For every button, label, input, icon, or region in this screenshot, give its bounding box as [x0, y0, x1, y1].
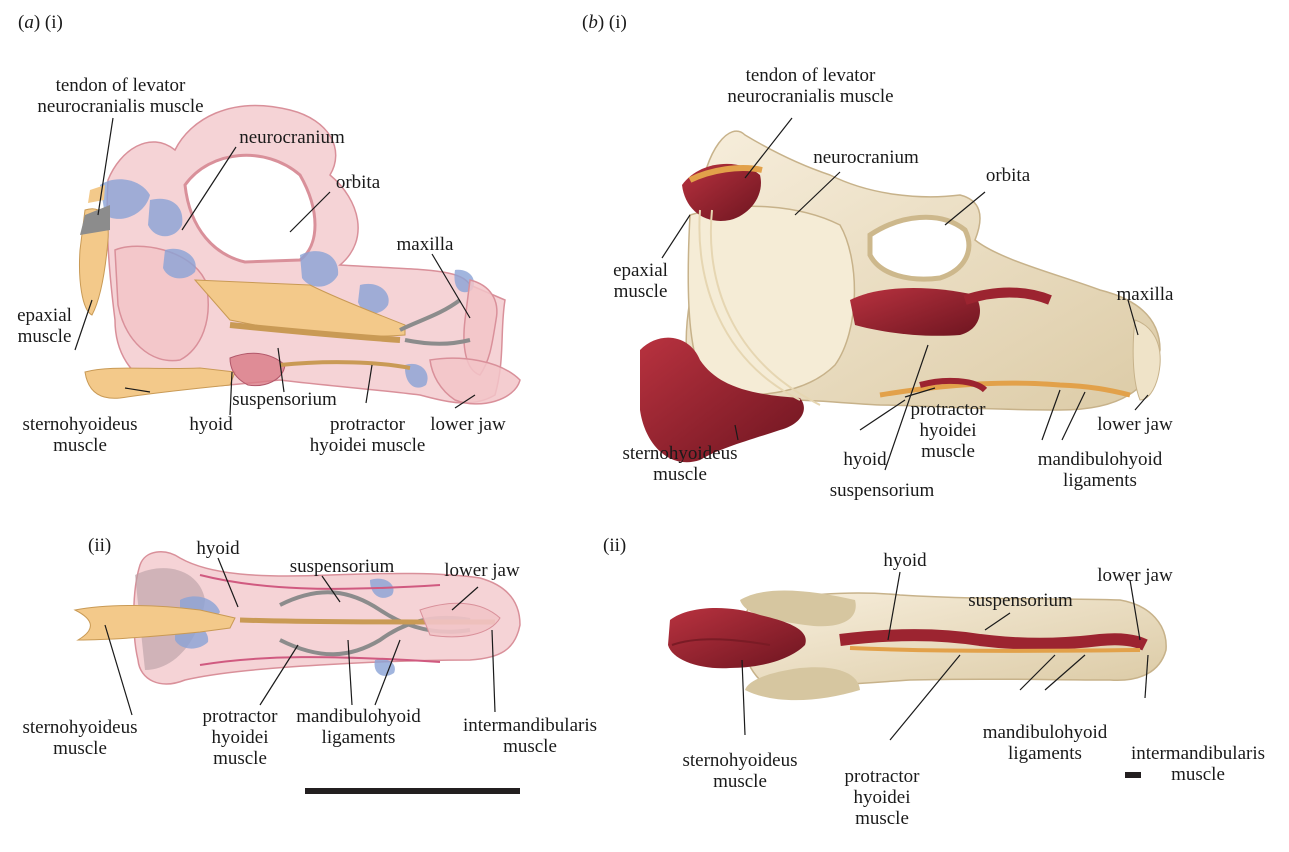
label-b-i-maxilla: maxilla	[1105, 284, 1185, 305]
label-a-ii-sternohyoideus: sternohyoideus muscle	[6, 717, 154, 759]
label-b-ii-lower-jaw: lower jaw	[1085, 565, 1185, 586]
label-a-i-tendon: tendon of levator neurocranialis muscle	[8, 75, 233, 117]
label-b-i-sternohyoideus: sternohyoideus muscle	[600, 443, 760, 485]
label-a-ii-suspensorium: suspensorium	[272, 556, 412, 577]
label-a-ii-intermandibularis: intermandibularis muscle	[450, 715, 610, 757]
label-b-i-lower-jaw: lower jaw	[1085, 414, 1185, 435]
label-a-i-suspensorium: suspensorium	[222, 389, 347, 410]
label-a-i-orbita: orbita	[318, 172, 398, 193]
label-b-ii-mandibulohyoid: mandibulohyoid ligaments	[965, 722, 1125, 764]
label-a-i-epaxial: epaxial muscle	[2, 305, 87, 347]
label-b-i-epaxial: epaxial muscle	[598, 260, 683, 302]
label-b-i-tendon: tendon of levator neurocranialis muscle	[708, 65, 913, 107]
panel-label-a-i: (a) (i)	[18, 12, 63, 33]
label-a-i-sternohyoideus: sternohyoideus muscle	[6, 414, 154, 456]
label-a-ii-hyoid: hyoid	[188, 538, 248, 559]
label-b-i-suspensorium: suspensorium	[812, 480, 952, 501]
label-b-ii-suspensorium: suspensorium	[948, 590, 1093, 611]
label-a-i-lower-jaw: lower jaw	[418, 414, 518, 435]
label-a-ii-lower-jaw: lower jaw	[432, 560, 532, 581]
label-b-i-protractor: protractor hyoidei muscle	[898, 399, 998, 462]
panel-label-a-ii: (ii)	[88, 535, 111, 556]
label-b-ii-sternohyoideus: sternohyoideus muscle	[660, 750, 820, 792]
label-b-i-mandibulohyoid: mandibulohyoid ligaments	[1020, 449, 1180, 491]
label-a-ii-mandibulohyoid: mandibulohyoid ligaments	[286, 706, 431, 748]
label-a-i-neurocranium: neurocranium	[222, 127, 362, 148]
label-b-i-neurocranium: neurocranium	[796, 147, 936, 168]
label-a-i-hyoid: hyoid	[176, 414, 246, 435]
panel-label-b-i: (b) (i)	[582, 12, 627, 33]
b-i-orbita-shape	[870, 217, 969, 279]
scale-bar-a	[305, 788, 520, 794]
label-a-i-maxilla: maxilla	[385, 234, 465, 255]
label-b-ii-intermandibularis: intermandibularis muscle	[1112, 743, 1284, 785]
label-b-ii-hyoid: hyoid	[880, 550, 930, 571]
panel-label-b-ii: (ii)	[603, 535, 626, 556]
label-b-ii-protractor: protractor hyoidei muscle	[832, 766, 932, 829]
label-a-ii-protractor: protractor hyoidei muscle	[190, 706, 290, 769]
label-b-i-hyoid: hyoid	[835, 449, 895, 470]
b-i-operculum-shape	[688, 206, 854, 394]
label-b-i-orbita: orbita	[968, 165, 1048, 186]
a-i-sternohyoideus-shape	[85, 368, 235, 398]
